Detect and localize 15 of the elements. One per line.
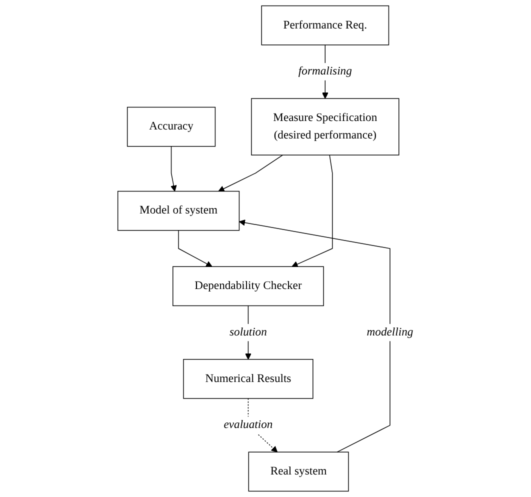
arrow	[178, 230, 212, 267]
arrow	[170, 146, 177, 192]
node-box: Dependability Checker	[172, 266, 324, 306]
arrow	[292, 154, 333, 268]
node-box: Numerical Results	[183, 358, 314, 399]
arrow	[218, 154, 284, 192]
node-box: Measure Specification (desired performance)	[251, 98, 400, 156]
edge-label: modelling	[366, 326, 414, 338]
node-box: Model of system	[117, 190, 240, 231]
edge-label: evaluation	[224, 418, 273, 432]
node-box: Real system	[248, 452, 349, 492]
edge-label: solution	[230, 326, 267, 338]
node-box: Accuracy	[126, 106, 216, 147]
node-box: Performance Req.	[261, 5, 390, 46]
edge-label: formalising	[298, 65, 352, 78]
